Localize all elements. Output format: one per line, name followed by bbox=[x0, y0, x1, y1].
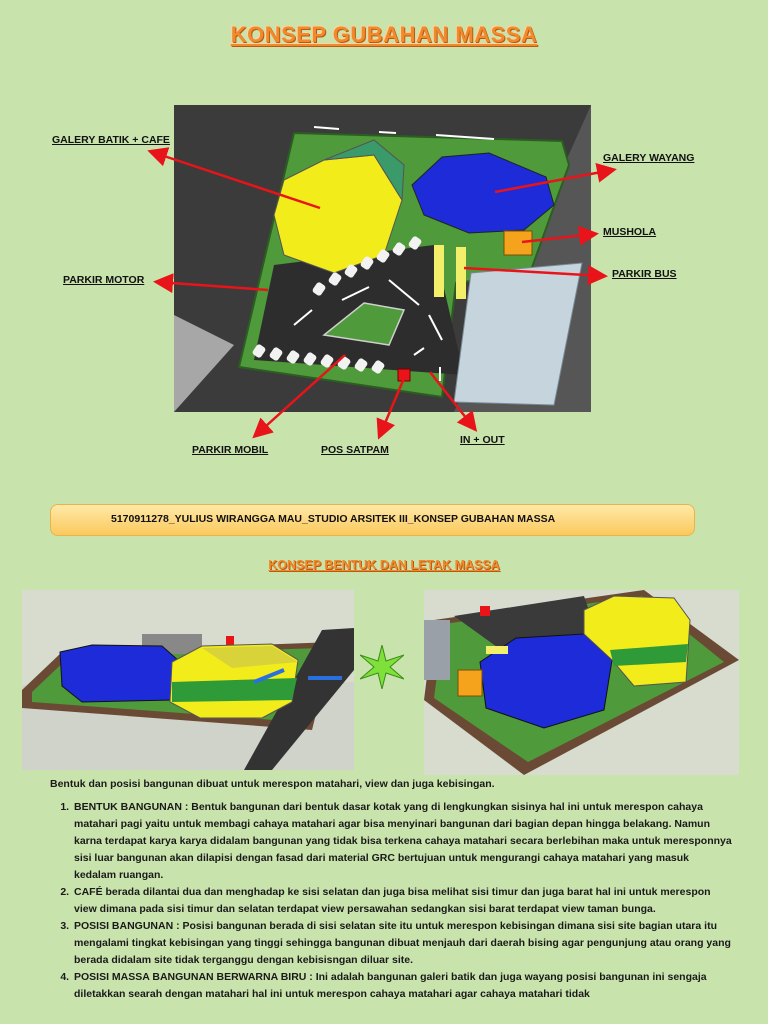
intro-text: Bentuk dan posisi bangunan dibuat untuk … bbox=[50, 778, 495, 790]
author-banner: 5170911278_YULIUS WIRANGGA MAU_STUDIO AR… bbox=[50, 504, 695, 536]
label-galery-batik: GALERY BATIK + CAFE bbox=[52, 134, 170, 146]
label-parkir-motor: PARKIR MOTOR bbox=[63, 274, 145, 286]
sun-icon bbox=[360, 645, 404, 689]
banner-text: 5170911278_YULIUS WIRANGGA MAU_STUDIO AR… bbox=[111, 513, 556, 525]
concept-points-list: BENTUK BANGUNAN : Bentuk bangunan dari b… bbox=[58, 799, 732, 1003]
label-mushola: MUSHOLA bbox=[603, 226, 657, 238]
label-parkir-bus: PARKIR BUS bbox=[612, 268, 677, 280]
site-plan-illustration bbox=[174, 105, 591, 412]
perspective-view-right bbox=[424, 590, 739, 775]
list-item: BENTUK BANGUNAN : Bentuk bangunan dari b… bbox=[72, 799, 732, 884]
label-parkir-mobil: PARKIR MOBIL bbox=[192, 444, 269, 456]
label-pos-satpam: POS SATPAM bbox=[321, 444, 389, 456]
section-subtitle: KONSEP BENTUK DAN LETAK MASSA bbox=[268, 558, 500, 572]
perspective-view-left bbox=[22, 590, 354, 770]
label-galery-wayang: GALERY WAYANG bbox=[603, 152, 695, 164]
list-item: POSISI BANGUNAN : Posisi bangunan berada… bbox=[72, 918, 732, 969]
label-in-out: IN + OUT bbox=[460, 434, 505, 446]
page-title: KONSEP GUBAHAN MASSA bbox=[230, 22, 538, 47]
list-item: POSISI MASSA BANGUNAN BERWARNA BIRU : In… bbox=[72, 969, 732, 1003]
list-item: CAFÉ berada dilantai dua dan menghadap k… bbox=[72, 884, 732, 918]
annotation-arrows bbox=[147, 147, 617, 440]
